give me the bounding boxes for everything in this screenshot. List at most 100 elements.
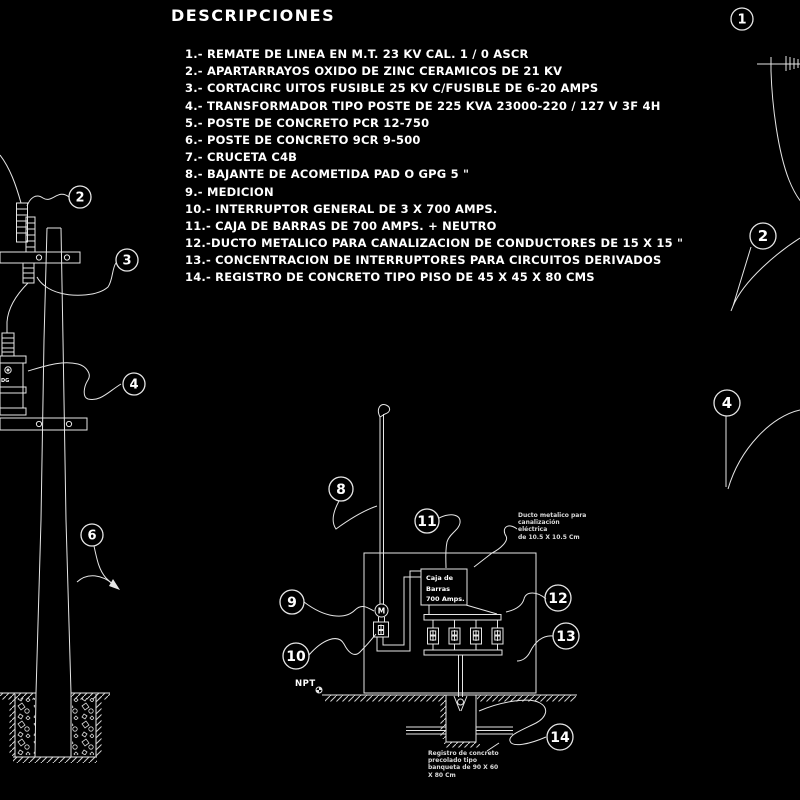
callout-circle: [414, 508, 440, 534]
callout-number: 8: [336, 482, 346, 498]
transformer-tag-label: DG: [1, 378, 9, 384]
leader-callout-2r: [730, 237, 800, 312]
leader-callout-8: [332, 500, 378, 530]
leader-callout-3: [36, 262, 117, 296]
leader-callout-6-swoosh: [76, 575, 114, 585]
callout-circle: [122, 372, 146, 396]
caja-de-barras-box: [420, 568, 468, 606]
meter-to-caja-duct: [376, 570, 421, 652]
arrester-cutout-icon: [16, 202, 36, 253]
callout-number: 2: [758, 227, 768, 245]
mt-line-wire: [0, 154, 22, 204]
service-room-outline: [363, 552, 537, 694]
down-conduit: [458, 655, 463, 697]
description-item: 5.- POSTE DE CONCRETO PCR 12-750: [185, 115, 430, 130]
branch-breaker-icon: [470, 627, 482, 645]
branch-breakers: [427, 620, 504, 650]
callout-circle: [80, 523, 104, 547]
leader-arrowhead: [109, 579, 120, 590]
branch-breaker-icon: [448, 627, 461, 645]
callout-number: 2: [75, 191, 84, 206]
service-entrance-drawing: 8 9 10 11 12 13 14 M: [279, 404, 580, 752]
caja-feed-lines: [428, 604, 498, 615]
transformer-drop-wire: [6, 282, 29, 333]
description-item: 14.- REGISTRO DE CONCRETO TIPO PISO DE 4…: [185, 270, 595, 285]
registro-box: [440, 694, 480, 748]
description-item: 1.- REMATE DE LINEA EN M.T. 23 KV CAL. 1…: [185, 47, 529, 61]
description-item: 4.- TRANSFORMADOR TIPO POSTE DE 225 KVA …: [185, 98, 661, 113]
callout-number: 11: [417, 514, 436, 530]
callout-circle: [546, 723, 574, 751]
leader-callout-14: [478, 699, 547, 746]
branch-breaker-icon: [427, 627, 439, 645]
description-item: 13.- CONCENTRACION DE INTERRUPTORES PARA…: [185, 253, 662, 268]
leader-callout-4r: [725, 409, 800, 490]
callout-circle: [544, 584, 572, 612]
description-item: 6.- POSTE DE CONCRETO 9CR 9-500: [185, 132, 421, 147]
callout-circle: [730, 7, 754, 31]
underground-ducts: [406, 726, 513, 735]
callout-circle: [279, 589, 305, 615]
ground-center: [322, 694, 577, 702]
description-item: 8.- BAJANTE DE ACOMETIDA PAD O GPG 5 ": [185, 167, 470, 182]
callout-circle: [68, 185, 92, 209]
bus-bar: [423, 614, 502, 621]
deadend-clamp-icon: [757, 56, 800, 71]
leader-callout-12: [505, 592, 547, 613]
description-item: 3.- CORTACIRC UITOS FUSIBLE 25 KV C/FUSI…: [185, 81, 599, 96]
meter-circle: [374, 603, 389, 618]
callout-number: 14: [550, 730, 570, 746]
callout-bubbles-center: [279, 476, 580, 751]
callout-number: 13: [556, 629, 575, 645]
callout-circle: [328, 476, 354, 502]
callout-circle: [115, 248, 139, 272]
callout-number: 4: [722, 394, 732, 412]
concrete-pole: [34, 227, 72, 758]
branch-breaker-icon: [491, 627, 504, 645]
crossarm-top: [0, 251, 81, 264]
callout-number: 3: [122, 254, 131, 269]
callout-circle: [552, 622, 580, 650]
callout-circle: [749, 222, 777, 250]
foundation-pit: [9, 694, 102, 763]
callout-circle: [282, 642, 310, 670]
caja-de-barras-label: Caja de Barras 700 Amps.: [426, 574, 465, 603]
weatherhead-icon: [377, 404, 391, 418]
leader-callout-13: [516, 635, 554, 662]
crossarm-bottom: [0, 417, 88, 431]
leader-ducto-note: [473, 525, 518, 568]
description-item: 9.- MEDICION: [185, 184, 274, 199]
registro-note-leader: [486, 742, 500, 752]
description-item: 12.-DUCTO METALICO PARA CANALIZACION DE …: [185, 236, 684, 251]
leader-callout-2: [26, 193, 70, 207]
description-item: 2.- APARTARRAYOS OXIDO DE ZINC CERAMICOS…: [185, 64, 563, 79]
leader-callout-9: [303, 601, 375, 617]
callout-number: 1: [737, 13, 746, 28]
callout-bubbles-left: [68, 185, 146, 547]
transformer-icon: [0, 332, 27, 416]
npt-label: NPT: [295, 679, 316, 689]
drop-wire-right: [770, 70, 800, 202]
leader-callout-4: [27, 362, 122, 401]
callout-number: 10: [286, 649, 306, 665]
callout-bubbles-right: [713, 7, 777, 417]
registro-concreto-note: Registro de concreto precolado tipo banq…: [428, 750, 499, 779]
fuse-cutout-icon: [22, 262, 35, 284]
service-mast: [379, 414, 384, 604]
callout-number: 9: [287, 595, 297, 611]
conduit-anchor-icon: [453, 695, 468, 712]
description-item: 11.- CAJA DE BARRAS DE 700 AMPS. + NEUTR…: [185, 218, 497, 233]
leader-callout-10: [308, 633, 377, 656]
description-item: 7.- CRUCETA C4B: [185, 150, 298, 165]
callout-circle: [713, 389, 741, 417]
page-title: DESCRIPCIONES: [171, 6, 336, 25]
meter-to-caja-duct-inner: [382, 576, 421, 646]
leader-callout-11: [438, 514, 461, 569]
ground-left: [0, 692, 110, 700]
npt-benchmark-icon: [315, 686, 323, 694]
left-pole-drawing: DG: [0, 154, 146, 763]
main-breaker-icon: [373, 621, 389, 638]
callout-number: 6: [87, 529, 96, 544]
right-detail-drawing: 1 2 4: [713, 7, 800, 490]
